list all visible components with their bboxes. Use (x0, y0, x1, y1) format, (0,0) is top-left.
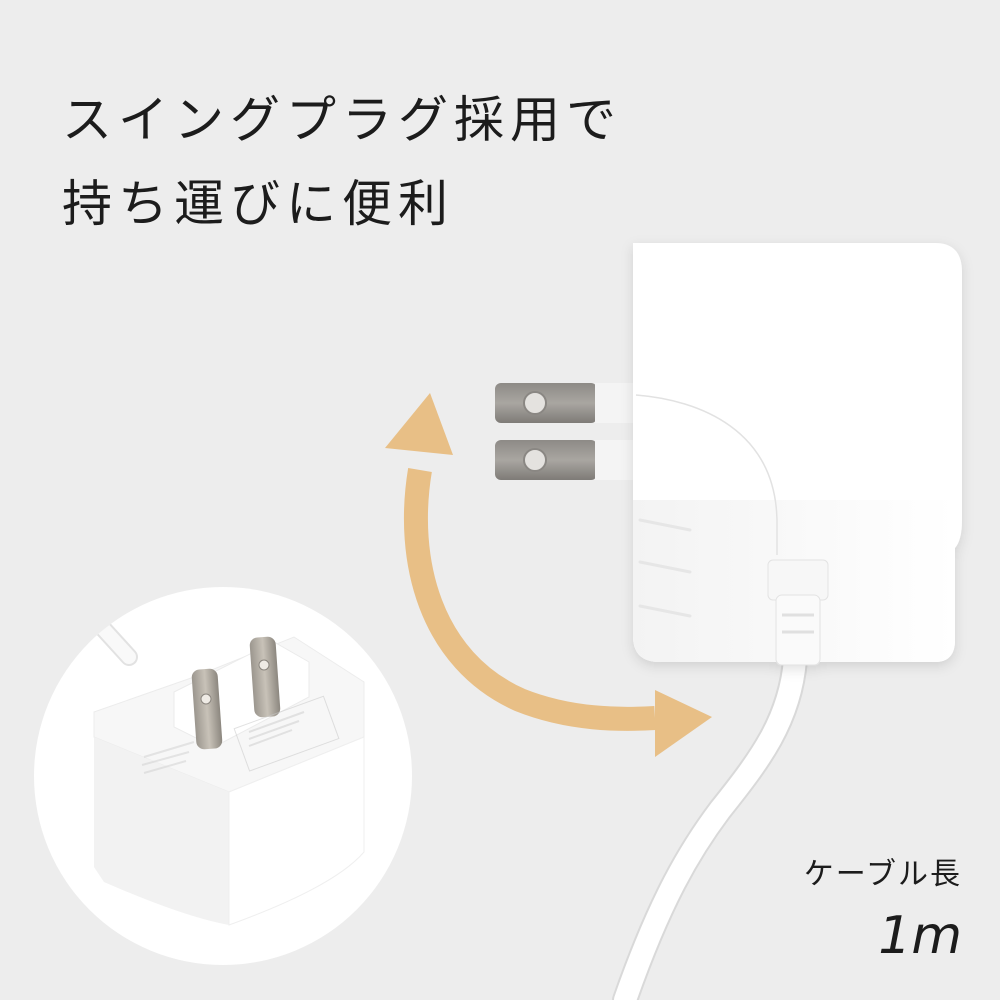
swing-arrow-icon (385, 393, 712, 757)
prong-upper (495, 383, 635, 423)
inset-product-illustration (70, 593, 365, 926)
cable (612, 647, 808, 1000)
vent-grooves (638, 518, 692, 618)
inset-circle (34, 587, 412, 965)
adapter-body (633, 243, 962, 666)
cable-length-spec: ケーブル長 1m (804, 855, 962, 971)
cable-length-value: 1m (878, 906, 962, 966)
prong-lower (495, 440, 635, 480)
cable-length-label: ケーブル長 (803, 857, 962, 892)
headline-line-1: スイングプラグ採用で (62, 91, 622, 149)
inset-prongs (191, 636, 281, 750)
headline-line-2: 持ち運びに便利 (62, 175, 454, 233)
headline: スイングプラグ採用で 持ち運びに便利 (62, 78, 622, 246)
plug-prongs (495, 383, 635, 480)
inset-label-print (141, 695, 340, 774)
